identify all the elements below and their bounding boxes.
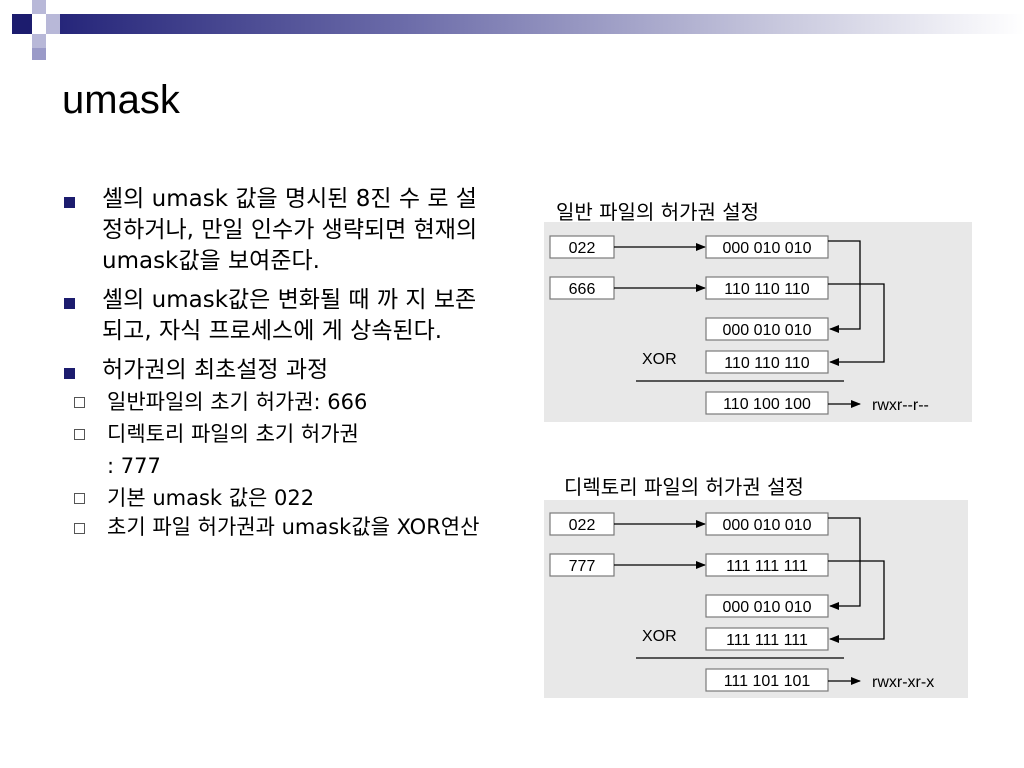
initial-route bbox=[828, 560, 885, 643]
diagram-directory: 022 777 000 010 010 111 111 111 000 010 010 1… bbox=[549, 512, 934, 692]
result-permission-string: rwxr--r-- bbox=[872, 397, 929, 414]
initial-bits-box bbox=[705, 276, 829, 300]
bullet-text: 셸의 umask값은 변화될 때 까 지 보존되고, 자식 프로세스에 게 상속… bbox=[102, 287, 477, 344]
xor-operand-initial-label: 111 111 111 bbox=[726, 632, 808, 649]
xor-operand-umask-label: 000 010 010 bbox=[723, 322, 812, 339]
result-bits-label: 111 101 101 bbox=[724, 673, 811, 690]
sub-bullet-text: : 777 bbox=[107, 454, 161, 478]
title-banner bbox=[0, 0, 1024, 62]
bullet-item: 허가권의 최초설정 과정 일반파일의 초기 허가권: 666 디렉토리 파일의 … bbox=[62, 355, 492, 541]
umask-bits-label: 000 010 010 bbox=[723, 240, 812, 257]
sub-bullet-item: 초기 파일 허가권과 umask값을 XOR연산 bbox=[62, 514, 492, 541]
bullet-item: 셸의 umask값은 변화될 때 까 지 보존되고, 자식 프로세스에 게 상속… bbox=[62, 285, 492, 347]
banner-gradient-bar bbox=[60, 14, 1024, 34]
sub-bullet-item: 일반파일의 초기 허가권: 666 bbox=[62, 386, 492, 418]
banner-square-light bbox=[32, 0, 46, 14]
bullet-item: 셸의 umask 값을 명시된 8진 수 로 설정하거나, 만일 인수가 생략되… bbox=[62, 184, 492, 277]
sub-bullet-item: 디렉토리 파일의 초기 허가권 bbox=[62, 418, 492, 450]
xor-operator-label: XOR bbox=[642, 628, 677, 645]
diagram-title-directory: 디렉토리 파일의 허가권 설정 bbox=[564, 475, 804, 499]
umask-value-label: 022 bbox=[569, 240, 596, 257]
banner-square-light bbox=[46, 14, 60, 34]
initial-bits-label: 110 110 110 bbox=[724, 281, 810, 298]
slide-title: umask bbox=[62, 78, 180, 122]
sub-bullet-item: 기본 umask 값은 022 bbox=[62, 482, 492, 514]
sub-bullet-text: 기본 umask 값은 022 bbox=[107, 486, 315, 510]
result-permission-string: rwxr-xr-x bbox=[872, 674, 934, 691]
initial-bits-box bbox=[705, 553, 829, 577]
xor-operand-initial-label: 110 110 110 bbox=[724, 355, 810, 372]
initial-permission-label: 666 bbox=[569, 281, 596, 298]
banner-square-mid bbox=[32, 48, 46, 60]
diagram-regular-file: 022 666 000 010 010 110 110 110 000 010 010 1… bbox=[549, 235, 929, 415]
umask-bits-label: 000 010 010 bbox=[723, 517, 812, 534]
xor-operand-initial-box bbox=[705, 627, 829, 651]
umask-value-label: 022 bbox=[569, 517, 596, 534]
bullet-text: 허가권의 최초설정 과정 bbox=[102, 357, 329, 383]
umask-bits-box bbox=[705, 512, 829, 536]
sub-bullet-text: 일반파일의 초기 허가권: 666 bbox=[107, 390, 368, 414]
xor-operator-label: XOR bbox=[642, 351, 677, 368]
umask-route bbox=[828, 517, 861, 610]
sub-bullet-list: 일반파일의 초기 허가권: 666 디렉토리 파일의 초기 허가권 : 777 … bbox=[74, 386, 492, 541]
initial-route bbox=[828, 283, 885, 366]
bullet-text: 셸의 umask 값을 명시된 8진 수 로 설정하거나, 만일 인수가 생략되… bbox=[102, 186, 478, 274]
square-bullet-icon bbox=[74, 429, 85, 440]
square-bullet-icon bbox=[74, 397, 85, 408]
umask-route bbox=[828, 240, 861, 333]
result-bits-box bbox=[705, 391, 829, 415]
diagram-title-regular-file: 일반 파일의 허가권 설정 bbox=[556, 200, 760, 224]
banner-square-light bbox=[32, 34, 46, 48]
banner-square-dark bbox=[12, 14, 32, 34]
bullet-list: 셸의 umask 값을 명시된 8진 수 로 설정하거나, 만일 인수가 생략되… bbox=[62, 184, 492, 549]
square-bullet-icon bbox=[74, 523, 85, 534]
xor-operand-initial-box bbox=[705, 350, 829, 374]
umask-bits-box bbox=[705, 235, 829, 259]
initial-bits-label: 111 111 111 bbox=[726, 558, 808, 575]
sub-bullet-continuation: : 777 bbox=[62, 450, 492, 482]
xor-operand-umask-box bbox=[705, 594, 829, 618]
square-bullet-icon bbox=[74, 493, 85, 504]
result-bits-box bbox=[705, 668, 829, 692]
result-bits-label: 110 100 100 bbox=[723, 396, 811, 413]
sub-bullet-text: 초기 파일 허가권과 umask값을 XOR연산 bbox=[107, 515, 480, 539]
initial-permission-label: 777 bbox=[569, 558, 596, 575]
sub-bullet-text: 디렉토리 파일의 초기 허가권 bbox=[107, 422, 359, 446]
xor-operand-umask-box bbox=[705, 317, 829, 341]
xor-operand-umask-label: 000 010 010 bbox=[723, 599, 812, 616]
